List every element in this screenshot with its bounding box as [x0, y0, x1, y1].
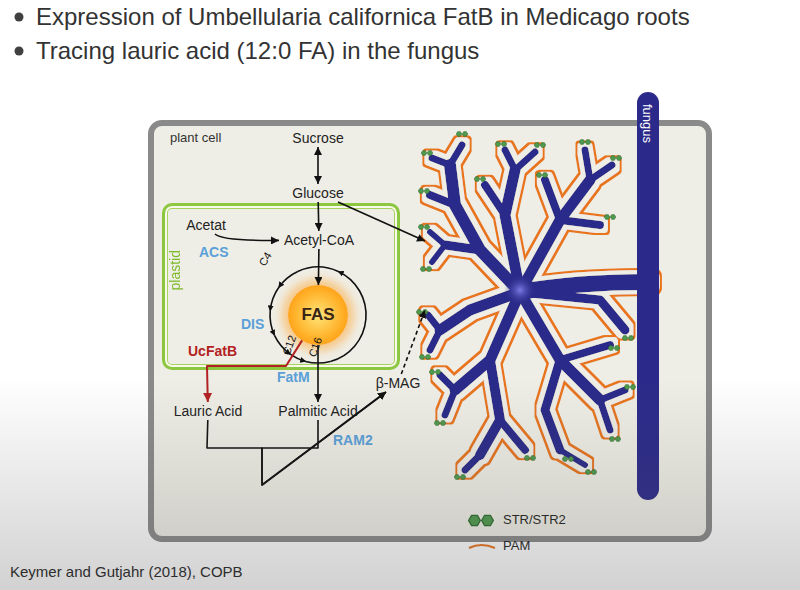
bullet-dot [15, 47, 24, 56]
edge-label: FatM [277, 369, 310, 385]
bullet-text: Expression of Umbellularia californica F… [36, 3, 690, 31]
node-text: Palmitic Acid [278, 403, 357, 419]
node-text: β-MAG [376, 375, 421, 391]
node-text: Glucose [292, 185, 343, 201]
plant-cell: plant cell SucroseGlucose plastid AcetatAce… [148, 120, 712, 542]
bullet-text: Tracing lauric acid (12:0 FA) in the fun… [36, 37, 479, 65]
node-text: plastid [167, 250, 183, 290]
node-text: FAS [301, 305, 334, 325]
node-text: Acetat [186, 217, 226, 233]
legend-text: PAM [503, 538, 530, 553]
node-text: fungus [640, 104, 655, 143]
metabolite: Acetyl-CoA [279, 231, 359, 249]
citation-caption: Keymer and Gutjahr (2018), COPB [10, 563, 243, 580]
metabolite: β-MAG [372, 374, 424, 392]
metabolite: Sucrose [286, 129, 350, 147]
metabolite: Palmitic Acid [266, 402, 370, 420]
metabolite: Lauric Acid [163, 402, 253, 420]
metabolite: Acetat [180, 216, 232, 234]
enzyme-label: RAM2 [333, 432, 373, 448]
edge-label: ACS [199, 244, 229, 260]
enzyme-label: DIS [241, 316, 264, 332]
node-text: plant cell [170, 130, 221, 145]
fas-complex: FAS [288, 285, 348, 345]
node-text: Acetyl-CoA [284, 232, 354, 248]
metabolite: Glucose [285, 184, 351, 202]
node-text: Lauric Acid [174, 403, 242, 419]
legend-text: STR/STR2 [503, 512, 566, 527]
node-text: Sucrose [292, 130, 343, 146]
edge-label: UcFatB [188, 343, 237, 359]
bullet-dot [15, 13, 24, 22]
pam-legend-sample [469, 545, 495, 548]
fungus: fungus [425, 92, 665, 498]
